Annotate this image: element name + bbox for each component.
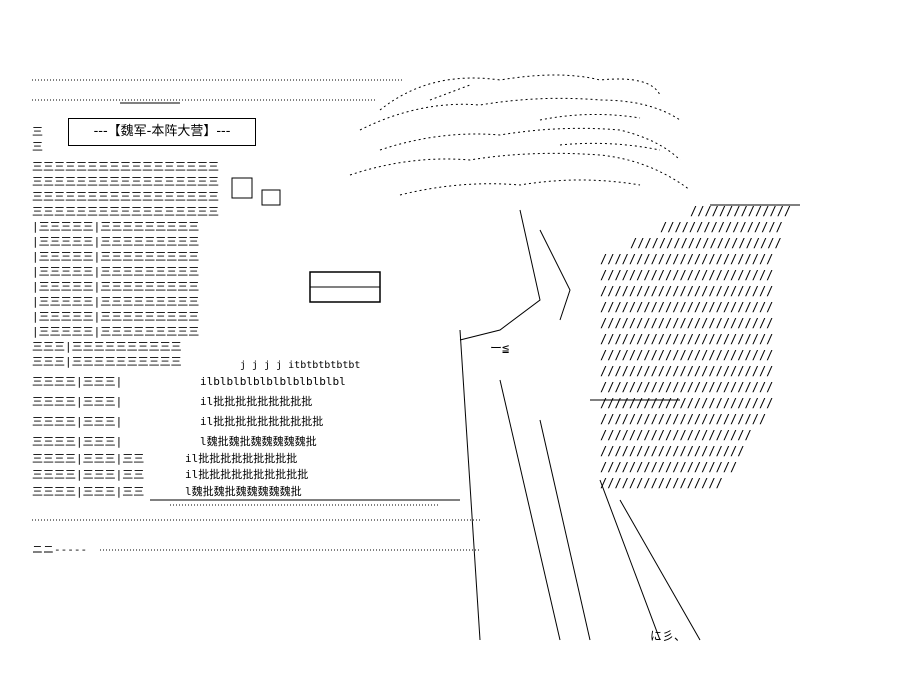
camp-wall-row: 三三三三|三三三|三三 xyxy=(32,452,144,465)
trunk-line xyxy=(459,209,541,341)
camp-window xyxy=(261,189,281,206)
camp-wall-row: |三三三三三|三三三三三三三三三 xyxy=(32,220,199,233)
kanji-wall-row: il批批批批批批批批批批 xyxy=(200,414,323,428)
camp-wall-row: |三三三三三|三三三三三三三三三 xyxy=(32,250,199,263)
camp-title-text: ---【魏军-本阵大营】--- xyxy=(93,124,231,139)
camp-wall-row: 三三三三三三三三三三三三三三三三三 xyxy=(32,160,219,173)
camp-wall-row: |三三三三三|三三三三三三三三三 xyxy=(32,235,199,248)
banner-hatch-row: //////////////////// xyxy=(600,444,745,458)
kanji-wall-row: il批批批批批批批批批 xyxy=(185,451,297,465)
pole-stroke xyxy=(619,499,701,641)
banner-hatch-row: ///////////////////// xyxy=(600,428,752,442)
pole-mark: に彡、 xyxy=(650,629,686,643)
banner-hatch-row: //////////////////////// xyxy=(600,332,773,346)
banner-hatch-row: //////////////////////// xyxy=(600,316,773,330)
hatched-banner-flag: ////////////////////////////////////////… xyxy=(590,204,800,490)
roof-tile-row: j j j j itbtbtbtbtbt xyxy=(240,360,360,371)
canopy-stroke xyxy=(379,127,681,161)
kanji-wall-row: il批批批批批批批批批批 xyxy=(185,467,308,481)
kanji-wall-row: l魏批魏批魏魏魏魏魏批 xyxy=(200,434,317,448)
camp-wall-row: 三三三三三三三三三三三三三三三三三 xyxy=(32,175,219,188)
canopy-stroke xyxy=(539,113,641,121)
camp-wall-row: 三三三三三三三三三三三三三三三三三 xyxy=(32,205,219,218)
banner-hatch-row: ///////////////// xyxy=(600,476,723,490)
ground-mark: ニニ----- xyxy=(32,543,87,556)
canopy-stroke xyxy=(559,142,661,151)
pole-stroke xyxy=(539,419,591,641)
camp-wall-row: |三三三三三|三三三三三三三三三 xyxy=(32,265,199,278)
pole-stroke xyxy=(499,379,561,641)
camp-wall-row: |三三三三三|三三三三三三三三三 xyxy=(32,310,199,323)
canopy-stroke xyxy=(429,84,471,101)
banner-hatch-row: //////////////////////// xyxy=(600,252,773,266)
banner-hatch-row: //////////////////////// xyxy=(600,268,773,282)
pole-stroke xyxy=(459,329,481,641)
banner-hatch-row: /////////////////// xyxy=(600,460,737,474)
tree-canopy xyxy=(349,74,691,341)
camp-wall-row: |三三三三三|三三三三三三三三三 xyxy=(32,280,199,293)
dotted-sky-lines: ニニ----- xyxy=(32,79,482,556)
banner-hatch-row: ///////////////////// xyxy=(630,236,782,250)
camp-wall-row: 三三三三|三三三| xyxy=(32,375,122,388)
camp-wall-row: 三 xyxy=(32,125,43,138)
camp-wall-row: 三三三三|三三三| xyxy=(32,435,122,448)
camp-wall-row: 三 xyxy=(32,140,43,153)
banner-hatch-row: /////////////////////// xyxy=(600,412,766,426)
banner-hatch-row: //////////////////////// xyxy=(600,284,773,298)
pole-stroke xyxy=(599,479,661,641)
kanji-wall-row: il批批批批批批批批批 xyxy=(200,394,312,408)
camp-wall-row: 三三三三|三三三|三三 xyxy=(32,468,144,481)
camp-wall-row: |三三三三三|三三三三三三三三三 xyxy=(32,325,199,338)
banner-hatch-row: //////////////////////// xyxy=(600,300,773,314)
camp-wall-row: 三三三三三三三三三三三三三三三三三 xyxy=(32,190,219,203)
trunk-line xyxy=(539,229,571,321)
kanji-wall-row: l魏批魏批魏魏魏魏魏批 xyxy=(185,484,302,498)
pole-mark: ー≦ xyxy=(490,341,509,355)
canopy-stroke xyxy=(359,97,681,131)
canopy-stroke xyxy=(379,74,661,111)
camp-wall-row: 三三三三|三三三| xyxy=(32,395,122,408)
camp-wall-row: 三三三|三三三三三三三三三三 xyxy=(32,340,182,353)
banner-hatch-row: //////////////////////// xyxy=(600,396,773,410)
camp-title-box: ---【魏军-本阵大营】--- xyxy=(68,118,256,146)
banner-hatch-row: ///////////////// xyxy=(660,220,783,234)
canopy-stroke xyxy=(399,179,641,196)
banner-hatch-row: //////////////////////// xyxy=(600,380,773,394)
kanji-wall-row: ilblblblblblblblblblbl xyxy=(200,375,346,388)
camp-wall-row: 三三三三|三三三|三三 xyxy=(32,485,144,498)
banner-hatch-row: //////////////////////// xyxy=(600,348,773,362)
flag-pole-lines: ー≦ に彡、 xyxy=(459,329,701,643)
banner-hatch-row: ////////////// xyxy=(690,204,791,218)
camp-wall-row: 三三三三|三三三| xyxy=(32,415,122,428)
camp-wall-row: 三三三|三三三三三三三三三三 xyxy=(32,355,182,368)
camp-buildings: 三三三三三三三三三三三三三三三三三三三三三三三三三三三三三三三三三三三三三三三三… xyxy=(32,125,460,506)
banner-hatch-row: //////////////////////// xyxy=(600,364,773,378)
camp-window xyxy=(231,177,253,199)
camp-wall-row: |三三三三三|三三三三三三三三三 xyxy=(32,295,199,308)
